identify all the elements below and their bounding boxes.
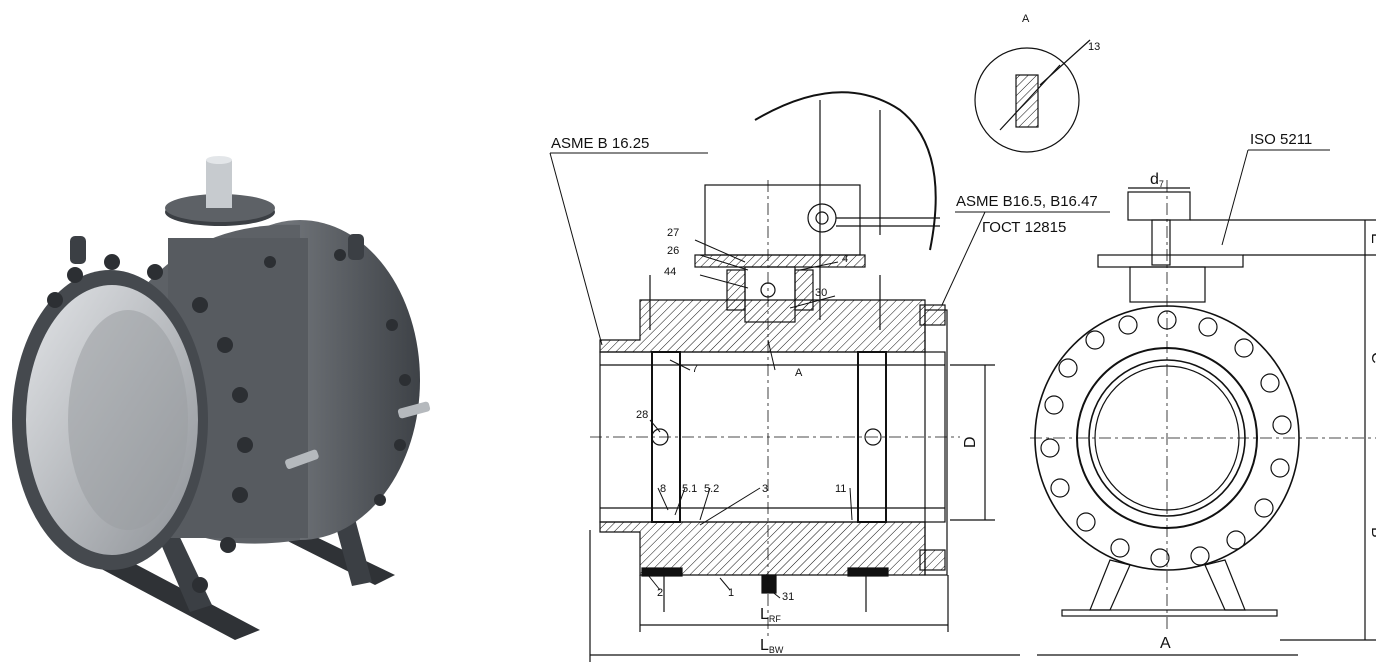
dim-a: A (1160, 635, 1171, 652)
body-lower (599, 521, 926, 576)
part-1: 1 (728, 587, 734, 599)
flange-bolts (47, 249, 411, 593)
label-asme-b165: ASME B16.5, B16.47 (956, 193, 1098, 210)
drain-plug (761, 574, 777, 594)
end-view (1030, 180, 1376, 656)
label-callout-a: A (795, 367, 803, 379)
stem-top (1127, 191, 1191, 221)
leader-lines (549, 149, 1330, 599)
section-drawing (589, 91, 1020, 662)
dim-d: D (962, 436, 979, 448)
gearbox (704, 184, 861, 256)
label-iso: ISO 5211 (1250, 131, 1312, 148)
detail-view-a (974, 39, 1091, 153)
part-5-1: 5.1 (682, 483, 697, 495)
dim-e: E (1368, 233, 1376, 244)
part-2: 2 (657, 587, 663, 599)
part-8: 8 (660, 483, 666, 495)
dim-c: C (1368, 352, 1376, 364)
part-13: 13 (1088, 41, 1100, 53)
part-3: 3 (762, 483, 768, 495)
part-27: 27 (667, 227, 679, 239)
label-gost: ГОСТ 12815 (982, 219, 1066, 236)
part-30: 30 (815, 287, 827, 299)
body-upper (599, 299, 926, 353)
drain-fittings (285, 401, 431, 469)
part-11: 11 (835, 483, 846, 495)
seat-right (857, 351, 887, 523)
dim-b: B (1368, 527, 1376, 538)
dim-lbw: LBW (760, 637, 784, 655)
gearbox-shaft (807, 203, 837, 233)
label-asme-b1625: ASME B 16.25 (551, 135, 649, 152)
top-flange (165, 156, 275, 226)
part-31: 31 (782, 591, 794, 603)
part-28: 28 (636, 409, 648, 421)
part-4: 4 (842, 253, 848, 265)
text-labels: ASME B 16.25 ASME B16.5, B16.47 ГОСТ 128… (551, 13, 1376, 655)
valve-body (12, 220, 420, 570)
part-5-2: 5.2 (704, 483, 719, 495)
end-bolt-circle (1040, 310, 1292, 568)
label-view-a: A (1022, 13, 1030, 25)
dim-lrf: LRF (760, 606, 781, 624)
handwheel-arc (754, 91, 937, 251)
dim-d7: d7 (1150, 171, 1164, 189)
lifting-lugs (70, 234, 364, 264)
part-7: 7 (692, 363, 698, 375)
part-44: 44 (664, 266, 676, 278)
part-26: 26 (667, 245, 679, 257)
valve-3d-render (12, 156, 431, 640)
